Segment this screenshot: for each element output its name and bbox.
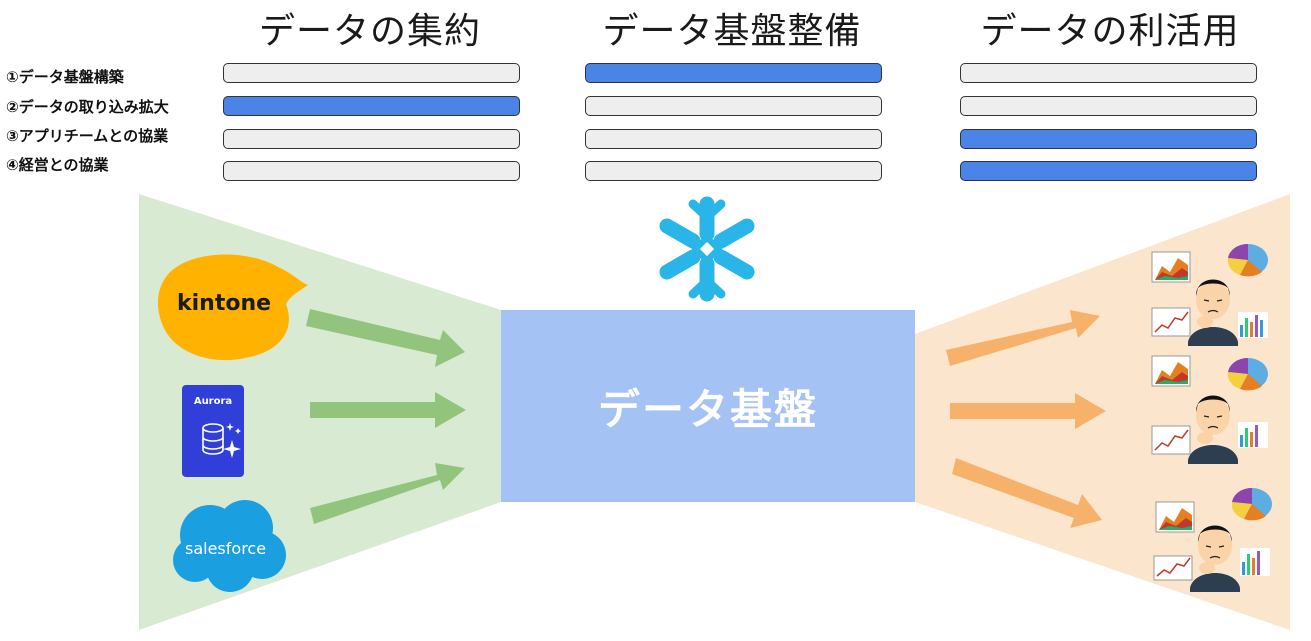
data-platform-label: データ基盤 <box>597 384 818 434</box>
bar-col1-item1 <box>223 63 520 83</box>
analyst-group-1 <box>1151 243 1268 346</box>
area-chart-icon <box>1155 501 1195 533</box>
line-chart-icon <box>1153 555 1193 581</box>
bar-chart-icon <box>1238 312 1268 338</box>
right-arrow-3 <box>952 458 1102 528</box>
item-label-4: ④経営との協業 <box>6 156 109 174</box>
analyst-person-icon <box>1188 279 1238 346</box>
column-title-aggregation: データの集約 <box>258 11 481 52</box>
bar-col3-item1 <box>960 63 1257 83</box>
left-arrow-3 <box>310 463 465 524</box>
area-chart-icon <box>1151 251 1191 283</box>
kintone-logo <box>157 254 308 361</box>
bar-col3-item4 <box>960 161 1257 181</box>
bar-col3-item2 <box>960 96 1257 116</box>
line-chart-icon <box>1151 307 1191 337</box>
aurora-database-icon <box>182 385 244 477</box>
data-platform-box: データ基盤 <box>501 310 915 502</box>
analyst-person-icon <box>1190 525 1240 592</box>
bar-col1-item3 <box>223 129 520 149</box>
bar-chart-icon <box>1238 422 1268 448</box>
right-arrow-1 <box>946 310 1100 366</box>
item-label-2: ②データの取り込み拡大 <box>6 98 169 116</box>
area-chart-icon <box>1151 355 1191 387</box>
left-arrow-2 <box>310 392 466 428</box>
bar-col3-item3 <box>960 129 1257 149</box>
line-chart-icon <box>1151 425 1191 455</box>
column-title-platform: データ基盤整備 <box>602 11 862 52</box>
analyst-person-icon <box>1188 395 1238 464</box>
item-label-3: ③アプリチームとの協業 <box>6 127 169 145</box>
analyst-group-3 <box>1153 487 1272 592</box>
snowflake-icon <box>659 196 755 302</box>
bar-col2-item3 <box>585 129 882 149</box>
bar-col2-item1 <box>585 63 882 83</box>
salesforce-logo <box>173 500 286 592</box>
pie-chart-icon <box>1227 357 1268 391</box>
analyst-group-2 <box>1151 355 1268 464</box>
bar-chart-icon <box>1240 548 1270 576</box>
bar-col2-item2 <box>585 96 882 116</box>
bar-col1-item4 <box>223 161 520 181</box>
salesforce-label: salesforce <box>185 539 267 558</box>
bar-col2-item4 <box>585 161 882 181</box>
item-label-1: ①データ基盤構築 <box>6 68 124 86</box>
pie-chart-icon <box>1227 243 1268 277</box>
bar-col1-item2 <box>223 96 520 116</box>
kintone-label: kintone <box>177 291 272 316</box>
aurora-label: Aurora <box>193 396 233 407</box>
right-arrow-2 <box>950 393 1106 429</box>
column-title-utilization: データの利活用 <box>980 11 1240 52</box>
pie-chart-icon <box>1231 487 1272 521</box>
left-arrow-1 <box>306 309 465 367</box>
